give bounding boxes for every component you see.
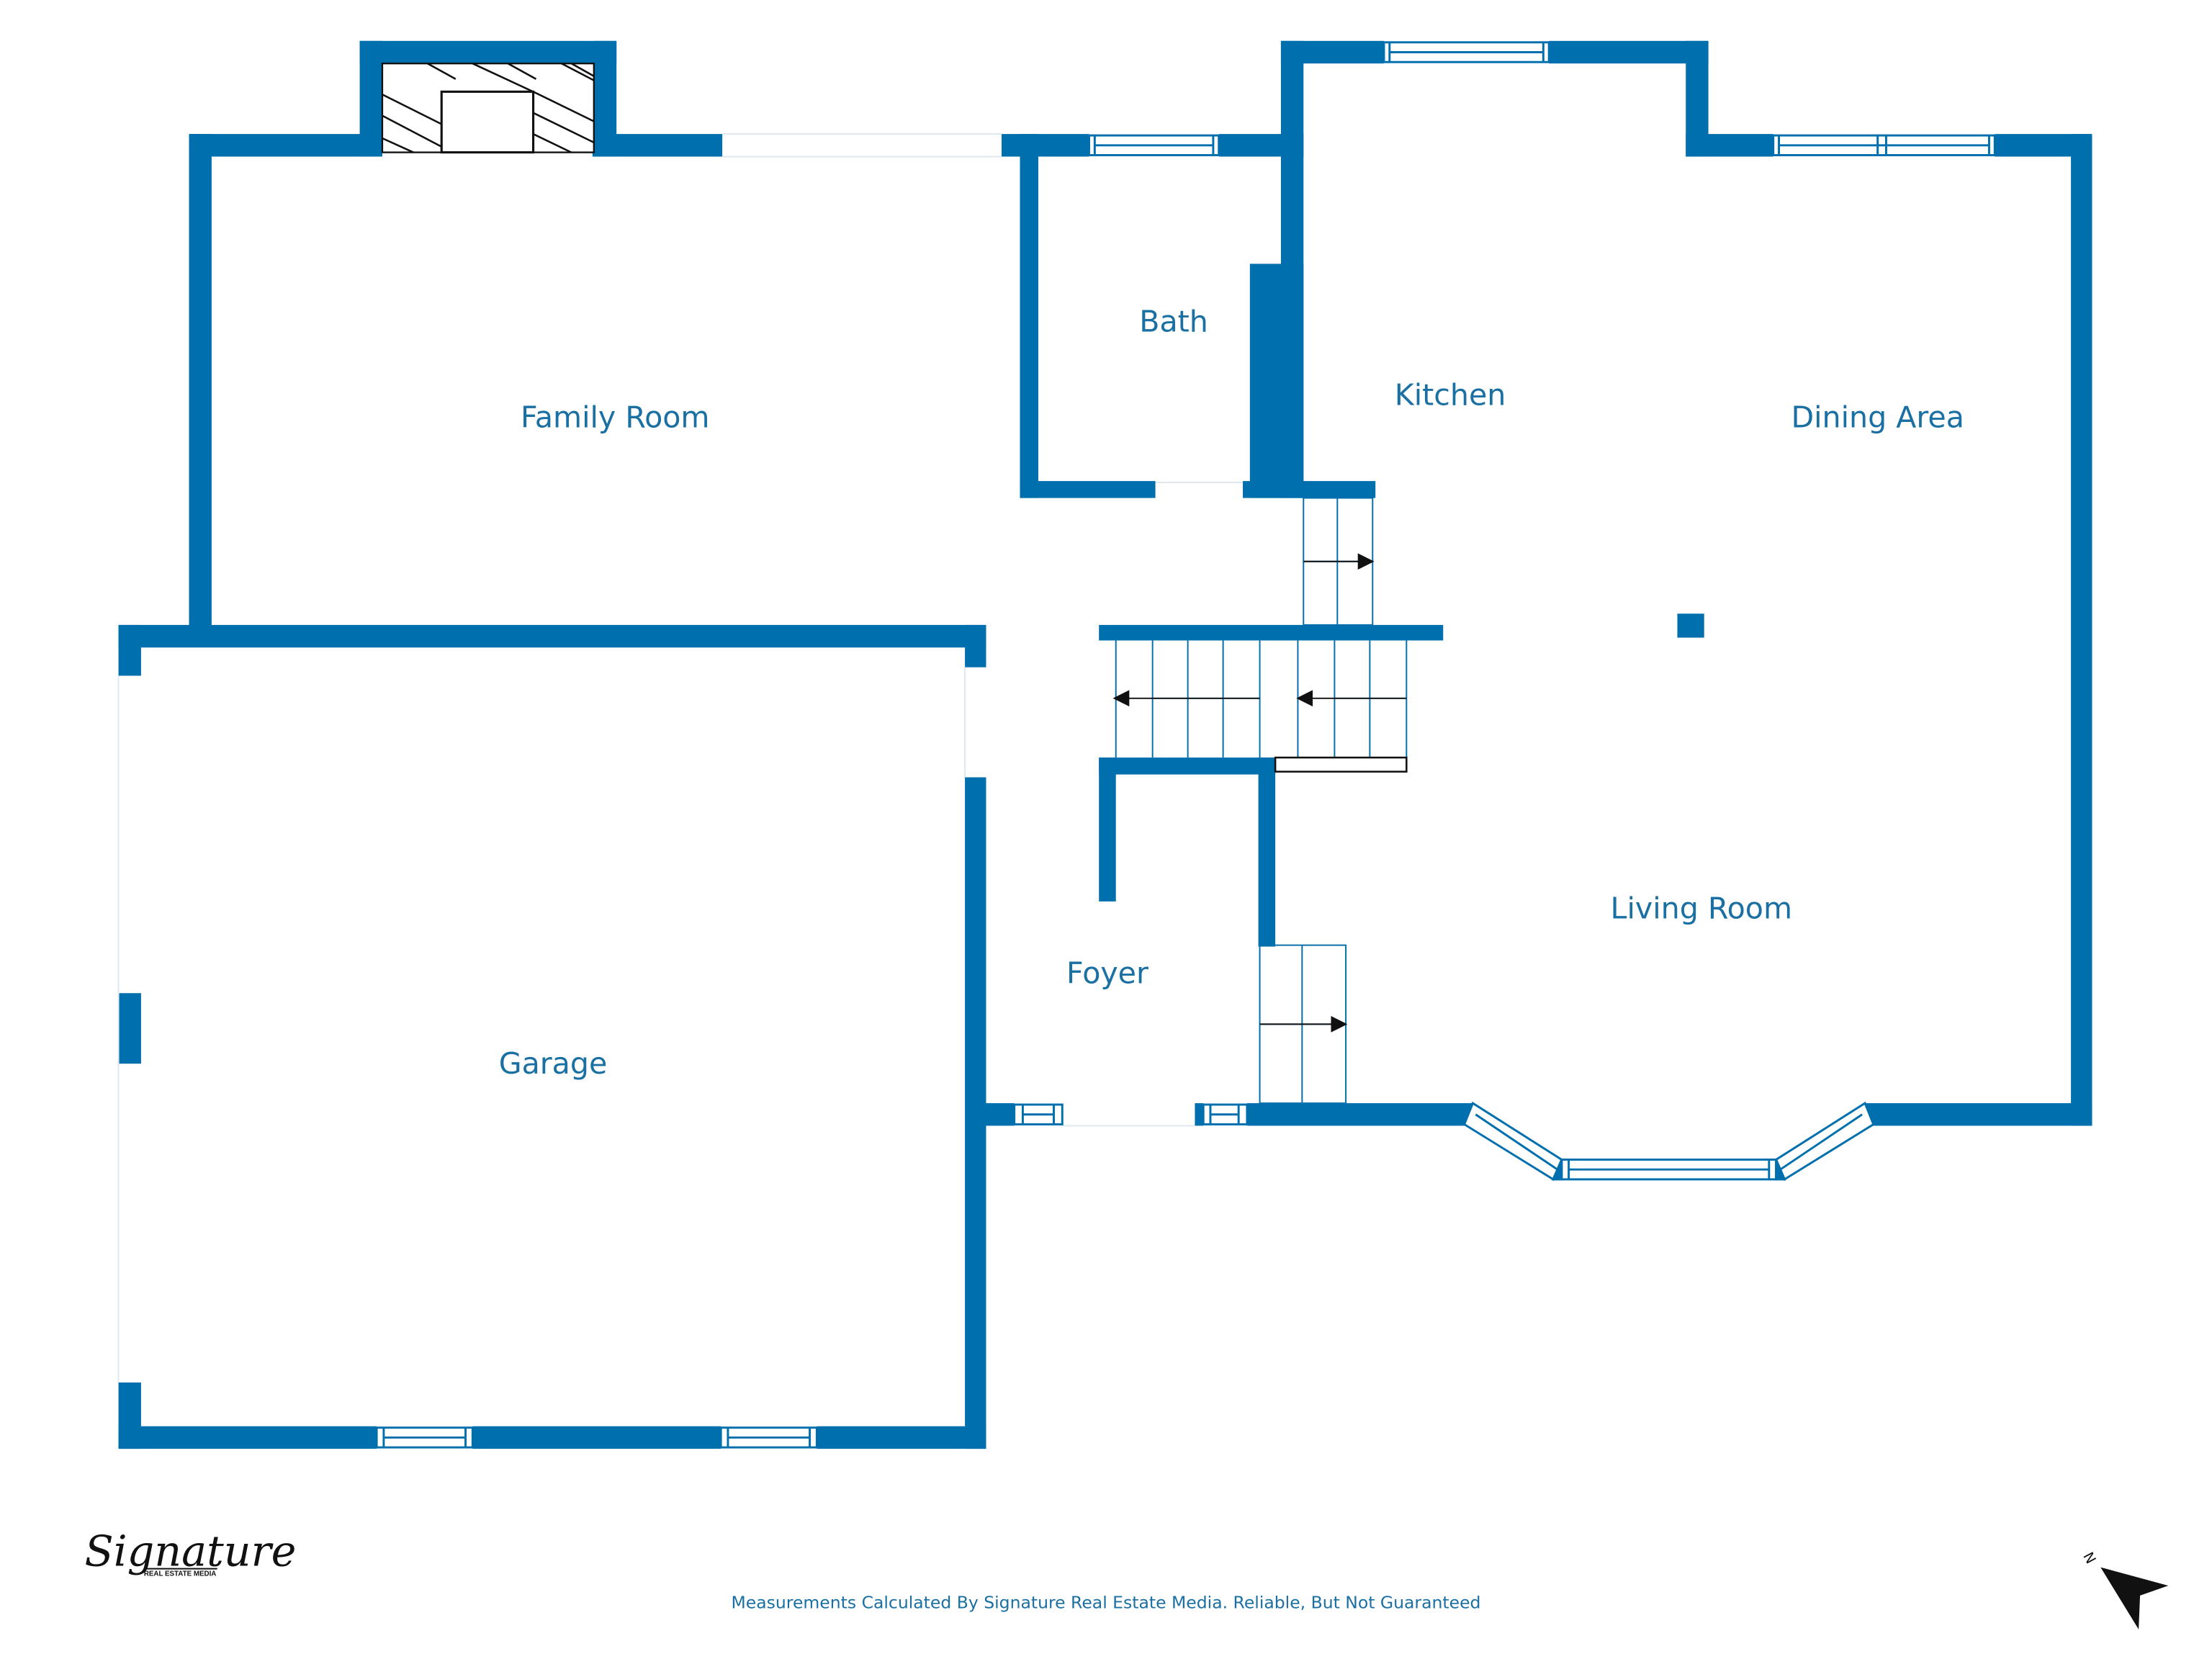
measurement-disclaimer: Measurements Calculated By Signature Rea… (732, 1592, 1481, 1612)
room-label-family-room: Family Room (521, 400, 710, 435)
stair-direction-arrows (1112, 553, 1407, 1033)
logo-subtitle-text: REAL ESTATE MEDIA (144, 1570, 217, 1578)
signature-logo: Signature REAL ESTATE MEDIA (85, 1527, 297, 1578)
room-label-bath: Bath (1139, 304, 1208, 338)
bay-window (1462, 1101, 1875, 1182)
fireplace (381, 62, 595, 154)
room-label-kitchen: Kitchen (1395, 377, 1506, 412)
room-label-living-room: Living Room (1611, 891, 1792, 925)
logo-script-text: Signature (85, 1527, 297, 1576)
walls (118, 40, 2092, 1449)
room-label-dining-area: Dining Area (1791, 400, 1964, 435)
room-label-foyer: Foyer (1066, 956, 1148, 991)
room-label-garage: Garage (499, 1046, 608, 1081)
support-column (1677, 613, 1704, 638)
windows (375, 41, 1996, 1449)
